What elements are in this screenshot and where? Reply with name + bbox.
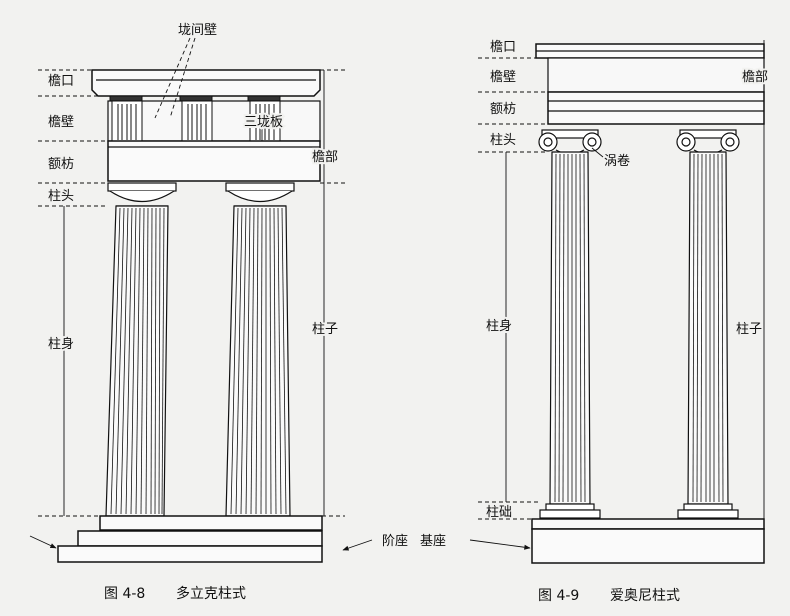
doric-dimension-lines — [63, 70, 325, 516]
label-frieze-left: 檐壁 — [48, 115, 74, 130]
ionic-column-1 — [538, 129, 602, 519]
doric-column-2 — [225, 182, 295, 517]
label-metope: 垅间壁 — [178, 23, 217, 38]
label-stylobate: 阶座 — [382, 534, 408, 549]
ionic-column-2 — [676, 129, 740, 519]
label-base: 柱础 — [486, 505, 512, 520]
label-entablature-left: 檐部 — [312, 150, 338, 165]
doric-cornice — [91, 69, 321, 97]
caption-number-left: 图 4-8 — [104, 586, 145, 602]
doric-order-figure — [29, 37, 373, 563]
label-column-right: 柱子 — [736, 322, 762, 337]
label-shaft-right: 柱身 — [486, 318, 512, 334]
label-entablature-right: 檐部 — [742, 70, 768, 85]
doric-mutules — [109, 95, 281, 102]
doric-guide-lines — [38, 69, 345, 517]
label-volute: 涡卷 — [604, 153, 630, 169]
doric-architrave — [107, 140, 321, 182]
label-cornice-left: 檐口 — [48, 74, 74, 89]
caption-number-right: 图 4-9 — [538, 588, 579, 604]
doric-column-1 — [105, 182, 177, 517]
doric-stylobate — [57, 515, 323, 563]
doric-leader-lines — [29, 37, 373, 551]
label-column-left: 柱子 — [312, 322, 338, 337]
ionic-frieze — [547, 57, 765, 93]
label-cornice-right: 檐口 — [490, 40, 516, 55]
ionic-guide-lines — [478, 57, 548, 520]
label-frieze-right: 檐壁 — [490, 70, 516, 85]
label-capital-right: 柱头 — [490, 133, 516, 148]
ionic-order-figure — [469, 40, 765, 564]
label-capital-left: 柱头 — [48, 189, 74, 204]
label-triglyph: 三垅板 — [244, 115, 283, 130]
doric-labels: 垅间壁 檐口 檐壁 三垅板 额枋 檐部 柱头 柱身 柱子 阶座 图 4-8 多立… — [46, 23, 408, 602]
caption-title-left: 多立克柱式 — [176, 585, 246, 602]
ionic-labels: 檐口 檐壁 檐部 额枋 柱头 涡卷 柱身 柱子 柱础 基座 图 4-9 爱奥尼柱… — [420, 40, 770, 604]
label-plinth: 基座 — [420, 534, 446, 549]
label-shaft-left: 柱身 — [48, 336, 74, 352]
doric-triglyphs — [111, 100, 281, 142]
ionic-leader-lines — [469, 147, 604, 550]
ionic-stylobate — [531, 518, 765, 564]
ionic-architrave — [547, 91, 765, 125]
label-architrave-right: 额枋 — [490, 101, 516, 117]
caption-title-right: 爱奥尼柱式 — [610, 587, 680, 604]
ionic-dimension-lines — [505, 40, 765, 519]
label-architrave-left: 额枋 — [48, 156, 74, 172]
